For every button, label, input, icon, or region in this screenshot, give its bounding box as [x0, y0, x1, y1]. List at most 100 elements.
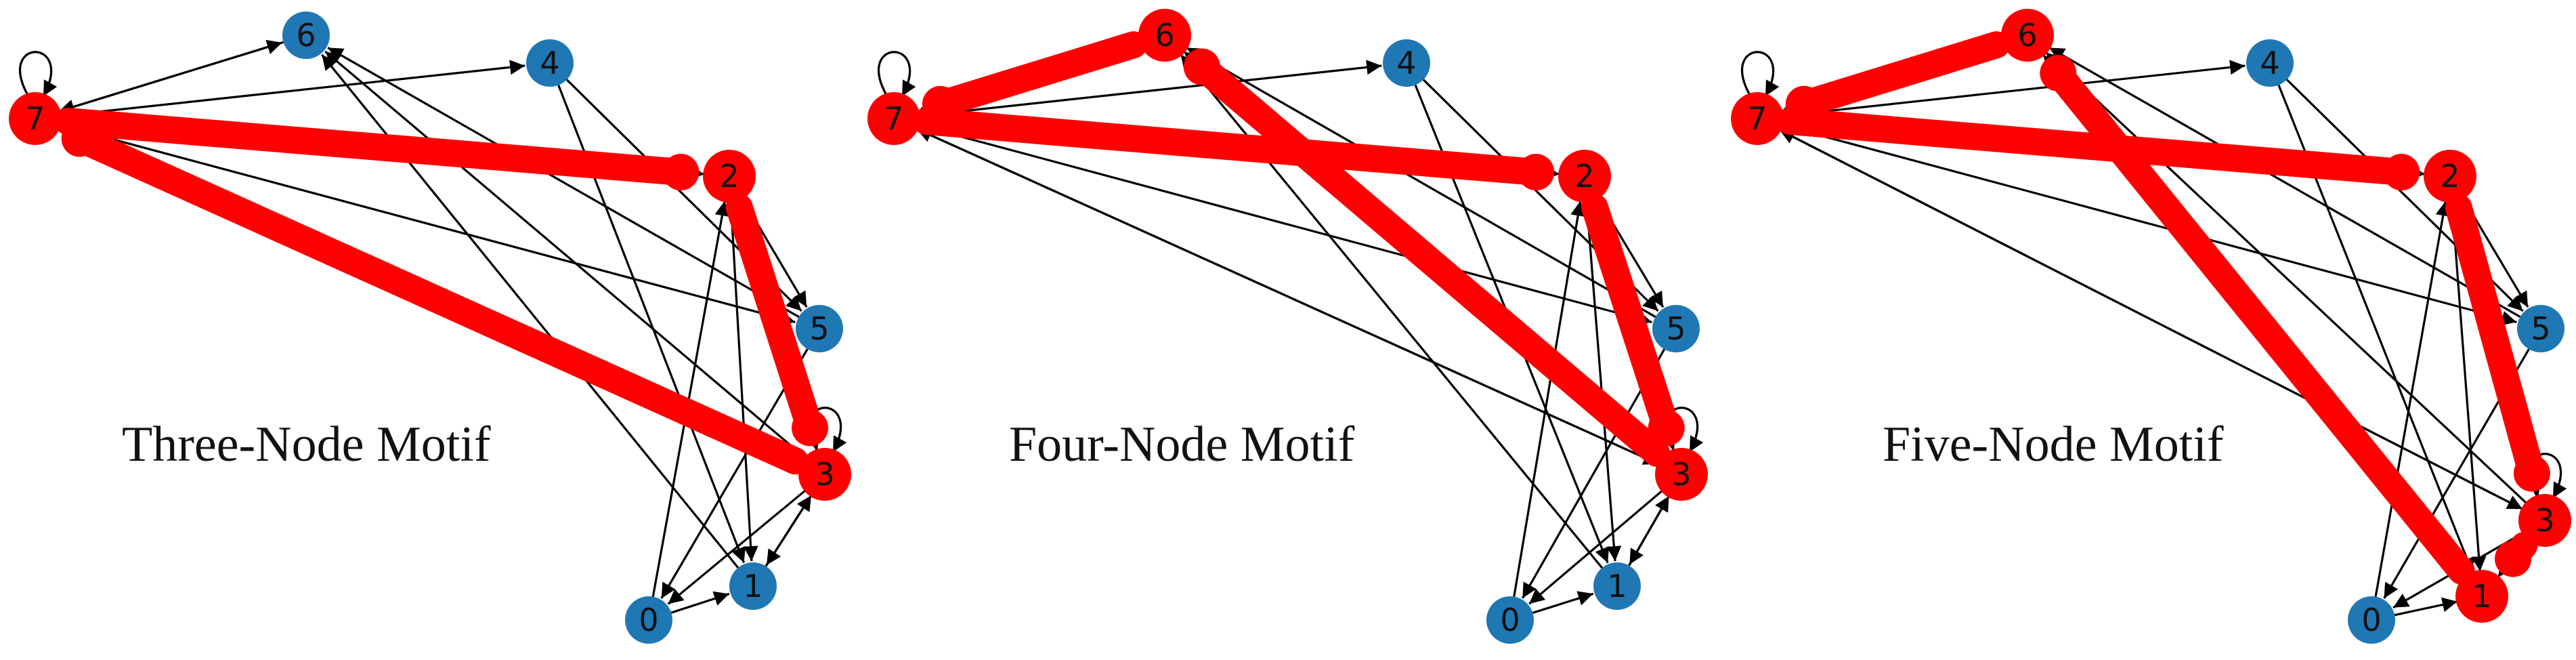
- node-2-circle: [1558, 150, 1611, 203]
- node-1-label: 1: [1607, 568, 1627, 604]
- motif-edge-6-7: [1795, 31, 2011, 117]
- node-1: 1: [1593, 562, 1641, 610]
- node-6-label: 6: [296, 17, 316, 54]
- node-5-label: 5: [809, 310, 829, 347]
- node-3-label: 3: [2535, 502, 2554, 539]
- node-0-circle: [2348, 596, 2395, 644]
- node-3-circle: [2518, 494, 2571, 547]
- node-6: 6: [282, 12, 330, 59]
- node-5-label: 5: [2531, 310, 2550, 347]
- edge-2-1: [1585, 199, 1622, 562]
- node-6: 6: [1138, 9, 1191, 62]
- node-3: 3: [1655, 448, 1708, 501]
- node-3-label: 3: [815, 456, 834, 493]
- edge-1-6: [321, 54, 739, 569]
- edge-0-1: [670, 591, 730, 614]
- node-2-label: 2: [719, 158, 739, 194]
- motif-arrowhead-3-6: [1183, 48, 1220, 85]
- node-0: 0: [625, 596, 672, 644]
- motif-arrowhead-1-6: [2040, 54, 2077, 91]
- node-7-label: 7: [1747, 100, 1767, 137]
- motif-edge-layer: [53, 107, 829, 475]
- edge-7-7-self-loop: [19, 51, 58, 97]
- edge-3-0: [1528, 489, 1665, 605]
- edge-5-0: [660, 348, 809, 599]
- node-2: 2: [2424, 150, 2476, 203]
- edge-2-1: [729, 199, 758, 562]
- edge-5-6: [2048, 46, 2521, 318]
- motif-arrowhead-3-1: [2494, 540, 2531, 577]
- node-6-label: 6: [1155, 17, 1174, 54]
- node-0-circle: [625, 596, 672, 644]
- edge-7-7-self-loop: [1741, 51, 1780, 97]
- node-4: 4: [1383, 39, 1430, 87]
- node-5: 5: [796, 305, 843, 352]
- node-7: 7: [867, 92, 920, 145]
- node-7-label: 7: [25, 100, 45, 137]
- node-7-circle: [9, 92, 62, 145]
- node-3: 3: [798, 448, 851, 501]
- edge-0-1: [2394, 597, 2458, 617]
- edge-3-6: [324, 50, 808, 460]
- node-3-circle: [798, 448, 851, 501]
- node-4-label: 4: [2260, 45, 2279, 81]
- node-3-label: 3: [1671, 456, 1691, 493]
- motif-edge-7-2: [53, 107, 689, 186]
- node-5-circle: [796, 305, 843, 352]
- node-7-circle: [867, 92, 920, 145]
- motif-arrowhead-7-2: [2383, 154, 2420, 191]
- node-2-circle: [703, 150, 756, 203]
- motif-edge-7-2: [1776, 107, 2410, 186]
- node-5-label: 5: [1666, 310, 1686, 347]
- edge-3-7: [916, 127, 1660, 466]
- edge-7-7-self-loop: [878, 51, 916, 97]
- panel-title-four-node: Four-Node Motif: [1009, 417, 1355, 472]
- node-1-circle: [1593, 562, 1641, 610]
- node-6-label: 6: [2017, 17, 2037, 54]
- edge-3-6: [2044, 51, 2529, 506]
- node-1: 1: [729, 562, 777, 610]
- motif-arrowhead-3-7: [61, 120, 98, 157]
- edge-7-5: [916, 123, 1652, 326]
- edge-5-6: [327, 46, 800, 318]
- node-4-label: 4: [1396, 45, 1416, 81]
- motif-edge-2-3: [1581, 193, 1679, 436]
- motif-edge-2-3: [725, 193, 822, 436]
- node-5-circle: [2517, 305, 2564, 352]
- node-2: 2: [703, 150, 756, 203]
- edge-1-3: [765, 495, 813, 567]
- motif-edge-2-3: [2445, 194, 2544, 482]
- node-7: 7: [9, 92, 62, 145]
- node-layer: 0 1 2 3 4 5 6 7: [1731, 9, 2571, 644]
- node-1-label: 1: [2472, 578, 2491, 615]
- edge-7-4: [1780, 60, 2246, 117]
- node-7: 7: [1731, 92, 1784, 145]
- edge-5-6: [1186, 47, 1656, 318]
- node-3-circle: [1655, 448, 1708, 501]
- node-4-circle: [526, 39, 574, 87]
- node-1-circle: [2455, 570, 2508, 623]
- node-4: 4: [2246, 39, 2294, 87]
- panel-five-node-motif: 0 1 2 3 4 5 6 7: [1731, 9, 2571, 644]
- motif-edge-layer: [912, 31, 1685, 467]
- node-1-circle: [729, 562, 777, 610]
- edge-7-5: [58, 123, 796, 326]
- node-7-circle: [1731, 92, 1784, 145]
- node-6-circle: [2001, 9, 2054, 62]
- node-6-circle: [282, 12, 330, 59]
- motif-arrowhead-2-3: [792, 409, 829, 447]
- edge-7-4: [58, 60, 525, 117]
- node-6-circle: [1138, 9, 1191, 62]
- edge-0-2: [2374, 201, 2451, 597]
- motif-arrowhead-2-3: [2513, 455, 2550, 492]
- node-5-circle: [1652, 305, 1700, 352]
- node-1-label: 1: [743, 568, 763, 604]
- node-0: 0: [2348, 596, 2395, 644]
- node-0-label: 0: [2361, 602, 2381, 638]
- edge-0-1: [1532, 591, 1594, 614]
